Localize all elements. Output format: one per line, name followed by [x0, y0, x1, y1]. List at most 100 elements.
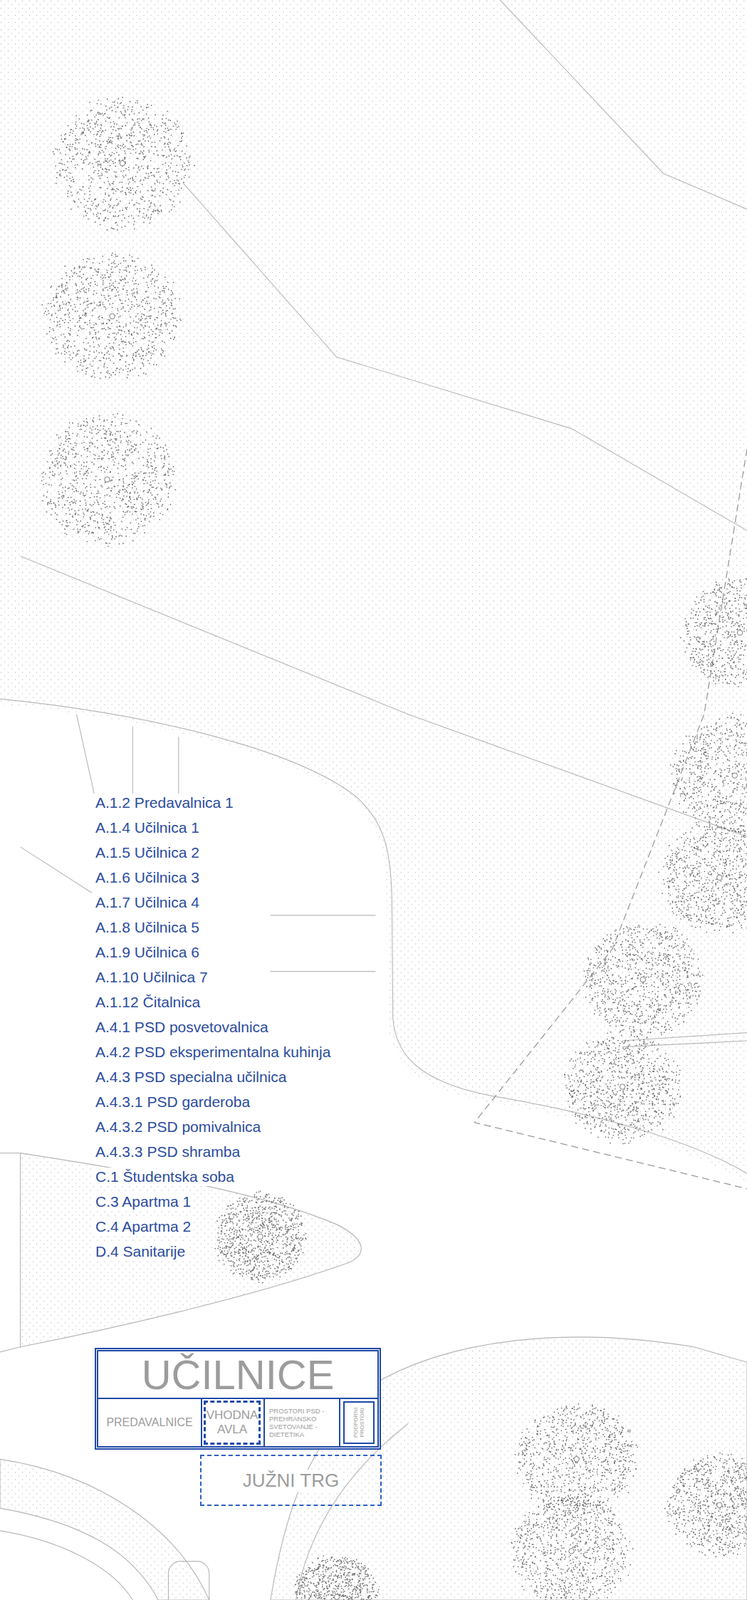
tree-dot [153, 350, 155, 352]
tree-dot [98, 315, 101, 317]
tree-dot [66, 281, 68, 284]
tree-dot [89, 319, 91, 322]
tree-dot [122, 347, 124, 349]
tree-dot [168, 177, 170, 179]
tree-dot [166, 172, 169, 174]
tree-dot [126, 371, 129, 373]
tree-dot [64, 528, 66, 530]
tree-dot [106, 272, 109, 274]
tree-dot [179, 140, 181, 143]
tree-dot [158, 171, 160, 174]
tree-dot [85, 337, 87, 339]
tree-dot [60, 333, 62, 336]
tree-dot [59, 324, 61, 326]
tree-dot [139, 355, 141, 357]
tree-dot [125, 267, 127, 269]
tree-dot [153, 209, 155, 211]
tree-dot [133, 482, 135, 484]
tree-dot [81, 168, 84, 170]
tree-dot [115, 215, 117, 218]
tree-dot [121, 186, 124, 188]
tree-dot [110, 348, 112, 350]
tree-dot [132, 148, 134, 151]
tree-dot [138, 124, 140, 127]
tree-dot [141, 504, 144, 507]
tree-dot [142, 363, 144, 365]
tree-dot [64, 353, 66, 355]
tree-dot [90, 277, 92, 280]
tree-dot [82, 287, 85, 290]
tree-dot [147, 165, 149, 167]
tree-dot [56, 148, 59, 151]
tree-dot [71, 143, 74, 146]
tree-dot [175, 325, 177, 327]
tree-dot [153, 128, 155, 131]
tree-dot [67, 301, 70, 303]
tree-dot [55, 338, 57, 341]
tree-dot [126, 140, 128, 142]
tree-trunk [109, 313, 115, 319]
tree-dot [108, 136, 111, 139]
tree-dot [66, 346, 69, 349]
tree-dot [66, 274, 68, 277]
tree-dot [85, 373, 87, 375]
tree-dot [148, 151, 151, 154]
tree-dot [95, 356, 97, 358]
tree-dot [123, 158, 126, 160]
tree-dot [81, 314, 84, 317]
tree-dot [159, 205, 161, 207]
tree-dot [69, 178, 71, 180]
tree-dot [150, 216, 152, 218]
tree-dot [71, 432, 74, 434]
tree-dot [170, 158, 173, 160]
tree-dot [89, 345, 92, 347]
tree-dot [66, 166, 69, 169]
tree-dot [142, 216, 144, 218]
tree-dot [102, 114, 104, 117]
tree-dot [108, 533, 110, 535]
tree-dot [153, 347, 156, 349]
tree-dot [92, 309, 94, 311]
tree-dot [120, 111, 122, 113]
tree-dot [93, 376, 96, 379]
tree-dot [82, 301, 85, 304]
tree-dot [76, 163, 79, 166]
tree-dot [125, 323, 127, 325]
tree-dot [86, 366, 89, 369]
tree-dot [77, 291, 80, 293]
tree-dot [123, 277, 126, 280]
tree-dot [72, 178, 75, 181]
tree-dot [111, 284, 113, 286]
tree-dot [136, 202, 138, 204]
tree-dot [64, 288, 67, 290]
tree-dot [108, 336, 110, 339]
tree-dot [135, 175, 137, 178]
tree-dot [79, 267, 81, 269]
tree-dot [123, 150, 126, 152]
tree-dot [124, 310, 127, 312]
tree-dot [93, 329, 96, 332]
tree-dot [128, 310, 130, 312]
tree-dot [94, 322, 97, 325]
tree-dot [165, 285, 168, 287]
tree-dot [85, 204, 87, 206]
tree-dot [85, 288, 87, 290]
tree-dot [121, 136, 123, 139]
tree-dot [133, 277, 135, 279]
tree-dot [103, 327, 106, 329]
tree-dot [141, 317, 144, 320]
tree-dot [74, 147, 76, 149]
tree-dot [91, 365, 93, 367]
tree-dot [91, 314, 94, 317]
tree-dot [112, 271, 114, 273]
tree-dot [98, 301, 101, 303]
tree-dot [55, 292, 57, 295]
tree-dot [108, 320, 111, 322]
tree-dot [135, 354, 137, 357]
tree-dot [145, 291, 147, 293]
tree-dot [153, 203, 156, 206]
tree-dot [77, 514, 80, 516]
tree-dot [112, 227, 114, 230]
tree-dot [114, 222, 117, 224]
tree-dot [128, 137, 131, 139]
